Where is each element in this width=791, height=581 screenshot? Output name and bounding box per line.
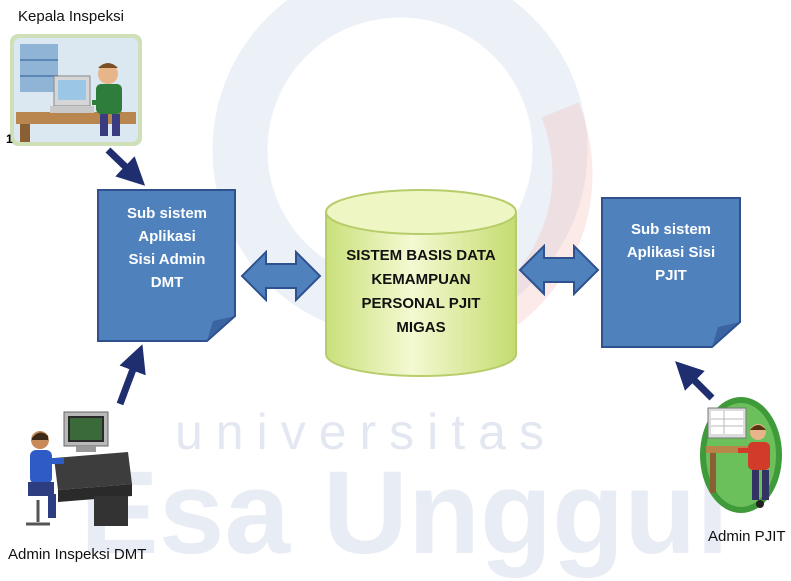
- watermark-text-small: universitas: [175, 404, 557, 460]
- person-at-workstation-icon: [26, 411, 132, 526]
- sub-sistem-pjit-shape: [601, 197, 741, 348]
- arrow-admin-pjit-to-box: [675, 361, 715, 401]
- person-at-computer-round-icon: [700, 397, 782, 513]
- sub-sistem-admin-dmt-shape: [97, 189, 236, 342]
- admin-pjit-label: Admin PJIT: [708, 528, 786, 545]
- admin-inspeksi-dmt-label: Admin Inspeksi DMT: [8, 546, 147, 563]
- marker-number: 1: [6, 132, 13, 146]
- database-cylinder: [325, 189, 517, 377]
- actor-arrows: [105, 147, 715, 406]
- kepala-inspeksi-label: Kepala Inspeksi: [18, 8, 124, 25]
- arrow-admin-dmt-to-box: [116, 344, 146, 406]
- sub-sistem-admin-dmt-text: Sub sistem Aplikasi Sisi Admin DMT: [126, 205, 208, 291]
- sub-sistem-pjit-text: Sub sistem Aplikasi Sisi PJIT: [626, 221, 716, 284]
- watermark-text-large: Esa Unggul: [80, 447, 730, 579]
- database-label: SISTEM BASIS DATA KEMAMPUAN PERSONAL PJI…: [346, 247, 496, 336]
- arrow-kepala-to-admin-dmt: [105, 147, 146, 186]
- double-arrow-left: [240, 250, 322, 302]
- double-arrow-right: [518, 244, 600, 296]
- person-at-computer-icon: [10, 34, 142, 146]
